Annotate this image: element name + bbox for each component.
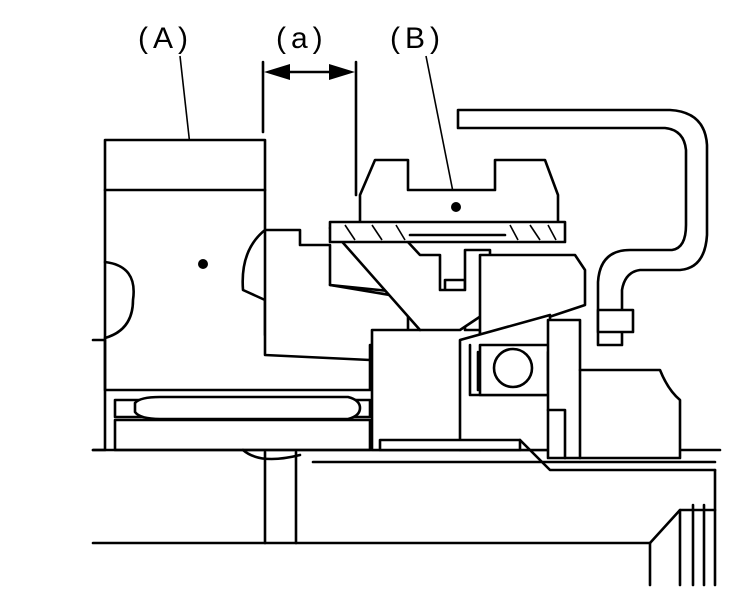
leader-dot-b (451, 202, 461, 212)
dimension-gap-a (261, 60, 358, 197)
label-part-a: (A) (138, 22, 193, 55)
label-part-b: (B) (390, 22, 445, 55)
label-gap-a: (a) (276, 22, 328, 55)
part-a-body (91, 138, 372, 452)
clutch-assembly (263, 226, 717, 472)
right-housing (546, 318, 682, 460)
part-b-carrier (328, 158, 567, 244)
leader-dot-a (198, 259, 208, 269)
bearing-ball (492, 347, 534, 389)
leader-line-b (425, 55, 457, 208)
arrowhead-left (264, 64, 290, 80)
arrowhead-right (329, 64, 355, 80)
hook-bracket (456, 108, 709, 347)
